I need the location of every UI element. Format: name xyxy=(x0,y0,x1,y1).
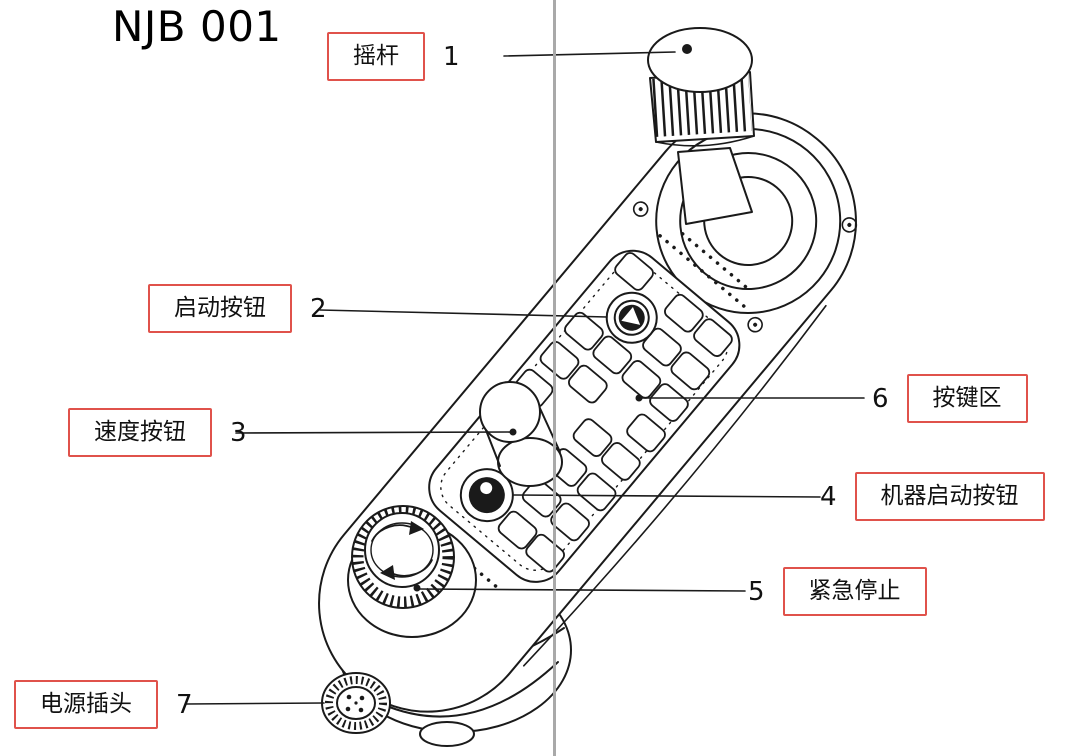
leader-line-1 xyxy=(503,51,676,57)
callout-box-machine-start-button: 机器启动按钮 xyxy=(854,472,1045,522)
callout-joystick: 摇杆 1 xyxy=(327,32,460,82)
callout-power-plug: 电源插头 7 xyxy=(14,680,193,730)
leader-line-7 xyxy=(185,702,325,705)
callout-machine-start-button: 4 机器启动按钮 xyxy=(820,472,1045,522)
leader-line-2 xyxy=(319,309,608,318)
page-title: NJB 001 xyxy=(112,2,282,51)
callout-box-keypad-area: 按键区 xyxy=(906,374,1028,424)
leader-line-5 xyxy=(418,588,746,592)
callout-emergency-stop: 5 紧急停止 xyxy=(748,567,927,617)
callout-number-6: 6 xyxy=(872,383,889,414)
leader-line-4 xyxy=(513,494,821,498)
callout-box-emergency-stop: 紧急停止 xyxy=(782,567,927,617)
page-divider xyxy=(553,0,556,756)
power-plug-connector xyxy=(321,672,391,734)
callout-keypad-area: 6 按键区 xyxy=(872,374,1028,424)
callout-start-button: 启动按钮 2 xyxy=(148,284,327,334)
callout-number-4: 4 xyxy=(820,481,837,512)
speed-knob xyxy=(479,381,563,487)
start-button xyxy=(605,291,658,344)
callout-number-2: 2 xyxy=(310,293,327,324)
joystick-knob xyxy=(647,27,755,225)
callout-speed-button: 速度按钮 3 xyxy=(68,408,247,458)
machine-start-button xyxy=(459,468,514,523)
emergency-stop-button xyxy=(347,505,477,638)
callout-number-7: 7 xyxy=(176,689,193,720)
callout-box-power-plug: 电源插头 xyxy=(14,680,158,730)
keypad-keys xyxy=(497,252,733,573)
leader-lines xyxy=(185,51,865,705)
leader-line-3 xyxy=(235,431,513,434)
callout-box-start-button: 启动按钮 xyxy=(148,284,292,334)
callout-number-1: 1 xyxy=(443,41,460,72)
callout-box-joystick: 摇杆 xyxy=(327,32,425,82)
callout-number-3: 3 xyxy=(230,417,247,448)
callout-number-5: 5 xyxy=(748,576,765,607)
callout-box-speed-button: 速度按钮 xyxy=(68,408,212,458)
